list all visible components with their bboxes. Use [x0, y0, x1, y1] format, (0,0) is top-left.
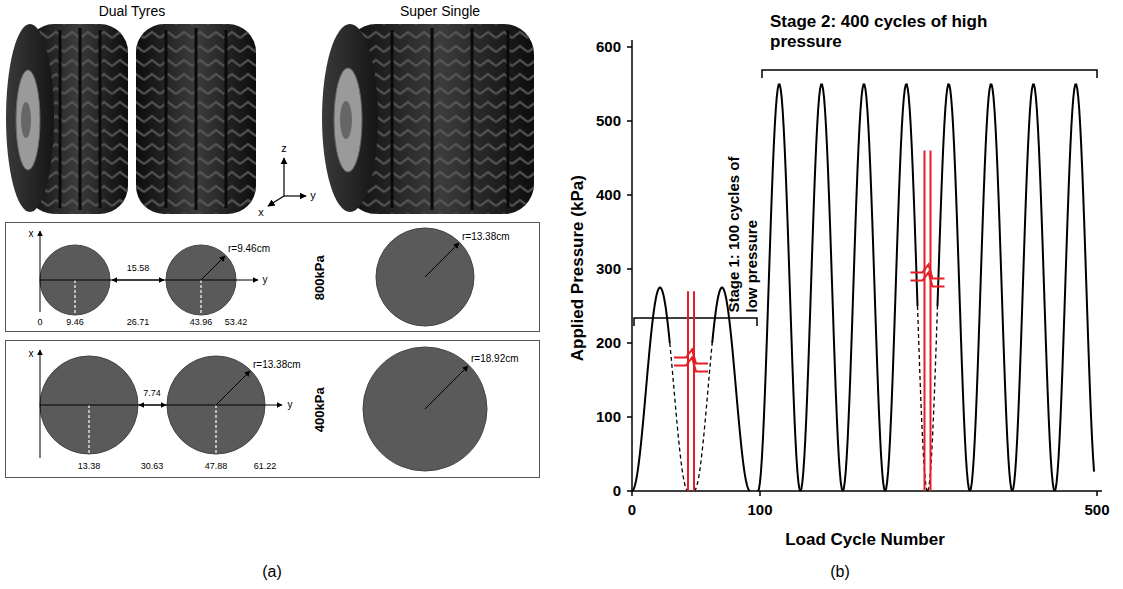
- stage-brackets: [634, 70, 1097, 326]
- load-cycle-curve: [1055, 85, 1094, 491]
- chart-axes: [627, 40, 1102, 496]
- axis-break-symbol: [911, 151, 945, 491]
- contact-area-800: [40, 228, 474, 326]
- gap-dimension: [112, 280, 164, 281]
- tick-label: 100: [596, 408, 621, 426]
- tyre-sidewall: [322, 24, 378, 212]
- load-cycle-curve: [800, 85, 842, 491]
- dimension-label: 7.74: [143, 388, 161, 399]
- axis-name: x: [29, 228, 34, 240]
- dimension-label: 9.46: [66, 317, 84, 328]
- wheel-hub: [340, 101, 352, 139]
- dimension-label: 26.71: [127, 317, 150, 328]
- tyre-sidewall: [6, 24, 54, 212]
- load-cycle-curve: [937, 84, 969, 491]
- gap-dimension: [139, 405, 166, 406]
- load-cycle-curve: [1012, 85, 1054, 491]
- axis-title: Load Cycle Number: [785, 530, 945, 550]
- tick-label: 600: [596, 38, 621, 56]
- contact-area-400: [40, 347, 487, 471]
- panel-caption: (b): [830, 562, 850, 581]
- contact-circle: [376, 228, 474, 326]
- axis-icon: [268, 158, 306, 206]
- dimension-label: 53.42: [225, 317, 248, 328]
- dimension-label: 61.22: [254, 461, 277, 472]
- dimension-label: 43.96: [190, 317, 213, 328]
- tick-label: 300: [596, 260, 621, 278]
- pressure-label: 400kPa: [311, 388, 327, 433]
- tyre-grooves: [392, 28, 508, 210]
- dimension-label: 30.63: [141, 461, 164, 472]
- load-cycle-curve: [843, 85, 885, 491]
- load-cycle-curve: [970, 85, 1012, 491]
- tick-label: 0: [628, 501, 636, 519]
- omitted-cycle-dash: [694, 343, 712, 491]
- stage-label: Stage 1: 100 cycles of low pressure: [724, 127, 760, 312]
- super-single-illustration: [322, 24, 534, 214]
- load-cycle-curve: [712, 288, 750, 491]
- tick-label: 200: [596, 334, 621, 352]
- axis-break-symbol: [674, 291, 708, 491]
- omitted-cycle-dash: [928, 306, 938, 491]
- tick-label: 500: [596, 112, 621, 130]
- radius-arrow: [201, 256, 225, 280]
- axis-name: y: [263, 274, 268, 286]
- axis-lines: [40, 350, 282, 458]
- axis-name: z: [281, 142, 287, 155]
- tick-label: 100: [747, 501, 772, 519]
- tick-label: 400: [596, 186, 621, 204]
- dimension-label: 47.88: [205, 461, 228, 472]
- axis-title: Applied Pressure (kPa): [568, 175, 588, 361]
- radius-arrow: [425, 366, 468, 409]
- pressure-panel-box: 800kPa: [5, 222, 540, 332]
- axis-lines: [40, 231, 258, 312]
- stage-label: Stage 2: 400 cycles of high pressure: [770, 12, 1035, 53]
- tick-label: 500: [1084, 501, 1109, 519]
- radius-label: r=13.38cm: [462, 231, 510, 243]
- dimension-label: 13.38: [78, 461, 101, 472]
- load-cycle-curve: [885, 84, 917, 491]
- axis-name: x: [29, 348, 34, 360]
- load-cycle-curve: [758, 85, 800, 491]
- radius-arrow: [425, 243, 459, 277]
- radius-arrow: [216, 371, 250, 405]
- contact-circle: [363, 347, 487, 471]
- dimension-label: 15.58: [127, 263, 150, 274]
- omitted-cycle-dash: [918, 306, 928, 491]
- figure-title: Super Single: [400, 3, 480, 20]
- radius-label: r=9.46cm: [228, 243, 270, 255]
- axis-name: x: [258, 206, 264, 219]
- tyre-grooves: [60, 28, 100, 210]
- centre-dash: [89, 405, 216, 453]
- figure-title: Dual Tyres: [99, 3, 166, 20]
- axis-name: y: [288, 399, 293, 411]
- centre-dash: [75, 280, 201, 314]
- panel-caption: (a): [262, 562, 282, 581]
- pressure-curves: [632, 84, 1094, 491]
- pressure-label: 800kPa: [311, 256, 327, 301]
- tick-label: 0: [613, 482, 621, 500]
- tyre-tread-pattern: [136, 24, 256, 214]
- tyre-tread: [136, 24, 256, 214]
- tyre-grooves: [166, 28, 226, 210]
- radius-label: r=18.92cm: [471, 353, 519, 365]
- load-cycle-curve: [632, 288, 670, 491]
- axis-name: y: [310, 189, 316, 202]
- wheel-rim: [334, 68, 362, 172]
- dual-tyres-illustration: [6, 24, 256, 214]
- dimension-label: 0: [37, 317, 42, 328]
- radius-label: r=13.38cm: [253, 359, 301, 371]
- wheel-hub: [21, 102, 31, 138]
- wheel-rim: [16, 70, 40, 170]
